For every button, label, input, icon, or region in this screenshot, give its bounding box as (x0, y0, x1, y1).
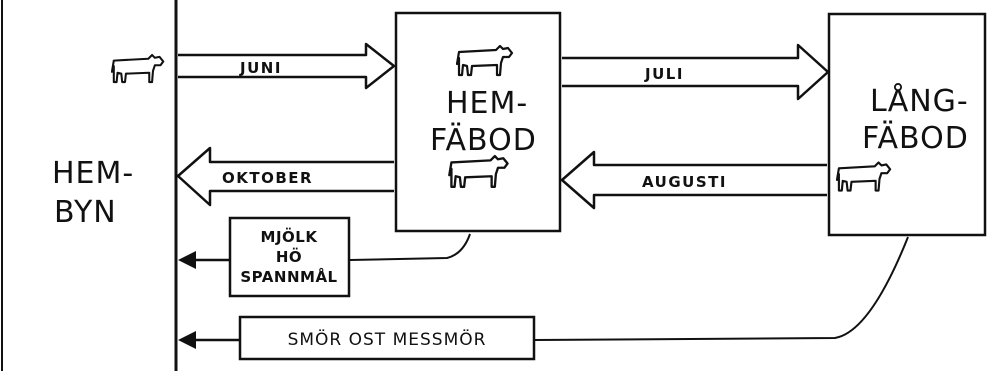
cow-icon (111, 53, 165, 84)
goods-hemfabod: MJÖLK HÖ SPANNMÅL (178, 216, 471, 298)
hemfabod-block: HEM- FÄBOD (394, 11, 562, 233)
cow-icon (836, 161, 892, 192)
cow-icon (448, 154, 509, 188)
arrow-oktober-label: OKTOBER (222, 169, 313, 187)
hemfabod-label-line1: HEM- (446, 86, 528, 121)
arrow-augusti-label: AUGUSTI (642, 173, 727, 191)
arrowhead-icon (178, 331, 196, 349)
langfabod-block: LÅNG- FÄBOD (827, 12, 987, 237)
arrow-juli-label: JULI (644, 65, 684, 83)
hemfabod-label-line2: FÄBOD (430, 122, 537, 158)
arrow-oktober: OKTOBER (176, 146, 394, 207)
arrow-juni: JUNI (178, 42, 396, 90)
arrow-juli: JULI (562, 43, 830, 101)
hembyn-label-line1: HEM- (52, 156, 134, 191)
hembyn-block: HEM- BYN (1, 0, 178, 371)
arrow-juni-label: JUNI (239, 59, 282, 77)
langfabod-label-line2: FÄBOD (862, 120, 969, 156)
arrowhead-icon (178, 251, 196, 269)
goods-hemfabod-line1: MJÖLK (261, 227, 319, 246)
goods-langfabod-label: SMÖR OST MESSMÖR (288, 328, 487, 350)
langfabod-label-line1: LÅNG- (870, 83, 969, 119)
arrow-augusti: AUGUSTI (560, 150, 827, 210)
cow-icon (456, 44, 514, 77)
goods-langfabod: SMÖR OST MESSMÖR (178, 236, 909, 361)
goods-hemfabod-line3: SPANNMÅL (240, 267, 337, 286)
goods-hemfabod-line2: HÖ (276, 247, 302, 266)
hembyn-label-line2: BYN (54, 195, 117, 230)
